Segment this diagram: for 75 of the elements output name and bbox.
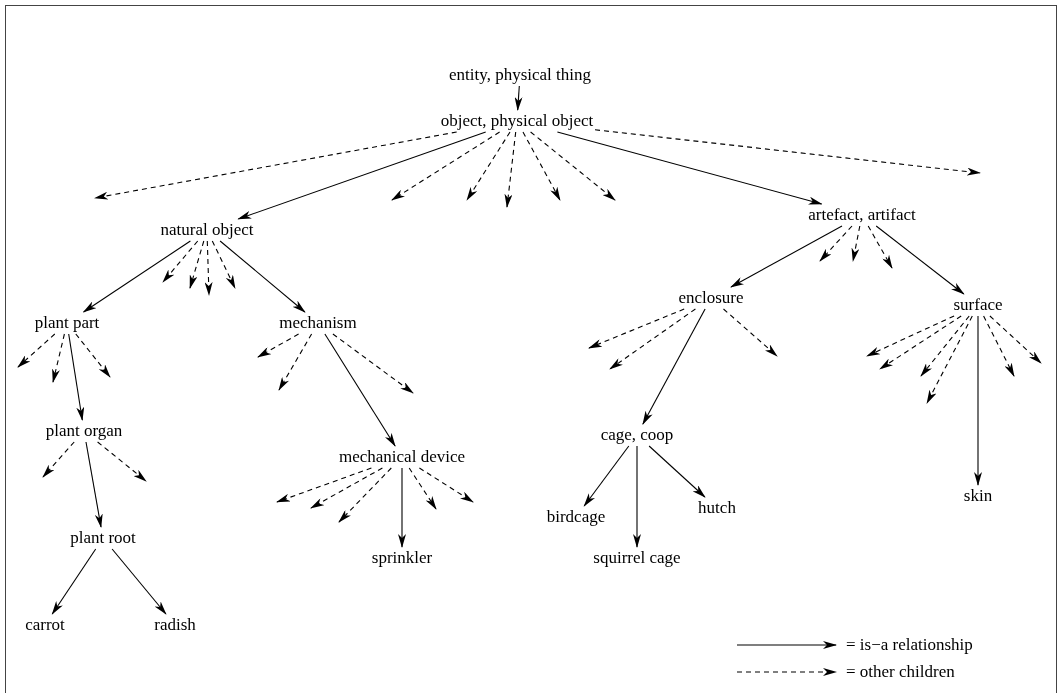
arrow: [875, 225, 965, 295]
dashed-arrow: [278, 333, 313, 391]
dashed-arrow: [162, 240, 199, 283]
arrow: [633, 445, 641, 548]
dashed-arrow: [530, 131, 616, 201]
arrow: [648, 445, 706, 498]
arrow: [68, 333, 85, 421]
dashed-arrow: [52, 333, 65, 383]
arrow: [642, 308, 706, 425]
arrow: [324, 333, 396, 447]
dashed-arrow: [866, 315, 955, 357]
arrow: [111, 548, 167, 615]
concept-label: plant organ: [43, 420, 125, 442]
dashed-arrow: [722, 308, 778, 357]
dashed-arrow: [332, 333, 414, 394]
dashed-arrow: [310, 467, 383, 509]
dashed-arrow: [851, 225, 861, 262]
arrow: [398, 467, 406, 548]
arrow: [237, 131, 487, 220]
concept-label: squirrel cage: [591, 547, 683, 569]
dashed-arrow: [17, 333, 56, 368]
dashed-arrow: [522, 131, 561, 201]
concept-label: surface: [951, 294, 1005, 316]
dashed-arrow: [920, 315, 970, 377]
concept-label: skin: [961, 485, 995, 507]
dashed-arrow: [588, 308, 685, 349]
dashed-arrow: [257, 333, 300, 358]
legend-text: = is−a relationship: [846, 635, 973, 655]
dashed-arrow: [609, 308, 696, 370]
dashed-arrow: [418, 467, 474, 503]
dashed-arrow: [867, 225, 893, 269]
dashed-arrow: [983, 315, 1015, 377]
dashed-arrow: [466, 131, 511, 201]
concept-label: sprinkler: [369, 547, 435, 569]
arrow: [51, 548, 97, 615]
arrow: [730, 225, 843, 288]
arrow: [583, 445, 630, 507]
dashed-arrow: [75, 333, 111, 378]
concept-label: mechanical device: [337, 446, 467, 468]
concept-label: plant part: [32, 312, 102, 334]
concept-label: artefact, artifact: [806, 204, 918, 226]
dashed-arrow: [594, 129, 981, 176]
dashed-arrow: [211, 240, 236, 289]
dashed-arrow: [276, 467, 372, 503]
concept-label: enclosure: [676, 287, 746, 309]
concept-label: birdcage: [544, 506, 608, 528]
concept-label: carrot: [23, 614, 67, 636]
dashed-arrow: [879, 315, 962, 370]
concept-label: mechanism: [277, 312, 359, 334]
concept-label: hutch: [696, 497, 738, 519]
dashed-arrow: [189, 240, 205, 289]
dashed-arrow: [94, 131, 458, 200]
concept-label: cage, coop: [598, 424, 676, 446]
concept-label: entity, physical thing: [447, 64, 593, 86]
concept-label: plant root: [68, 527, 138, 549]
concept-label: natural object: [158, 219, 256, 241]
concept-label: radish: [152, 614, 198, 636]
dashed-arrow: [204, 240, 213, 296]
dashed-arrow: [42, 441, 75, 478]
dashed-arrow: [504, 131, 517, 208]
dashed-arrow: [989, 315, 1042, 364]
dashed-arrow: [819, 225, 853, 262]
legend-text: = other children: [846, 662, 955, 682]
arrow: [219, 240, 306, 313]
dashed-arrow: [97, 441, 147, 482]
arrow: [85, 441, 103, 528]
arrow: [974, 315, 982, 486]
arrow: [514, 85, 523, 111]
dashed-arrow: [338, 467, 392, 523]
dashed-arrow: [391, 131, 501, 201]
arrow: [82, 240, 191, 313]
concept-label: object, physical object: [438, 110, 596, 132]
dashed-arrow: [408, 467, 437, 510]
dashed-arrow: [926, 315, 973, 404]
arrow: [556, 131, 823, 205]
